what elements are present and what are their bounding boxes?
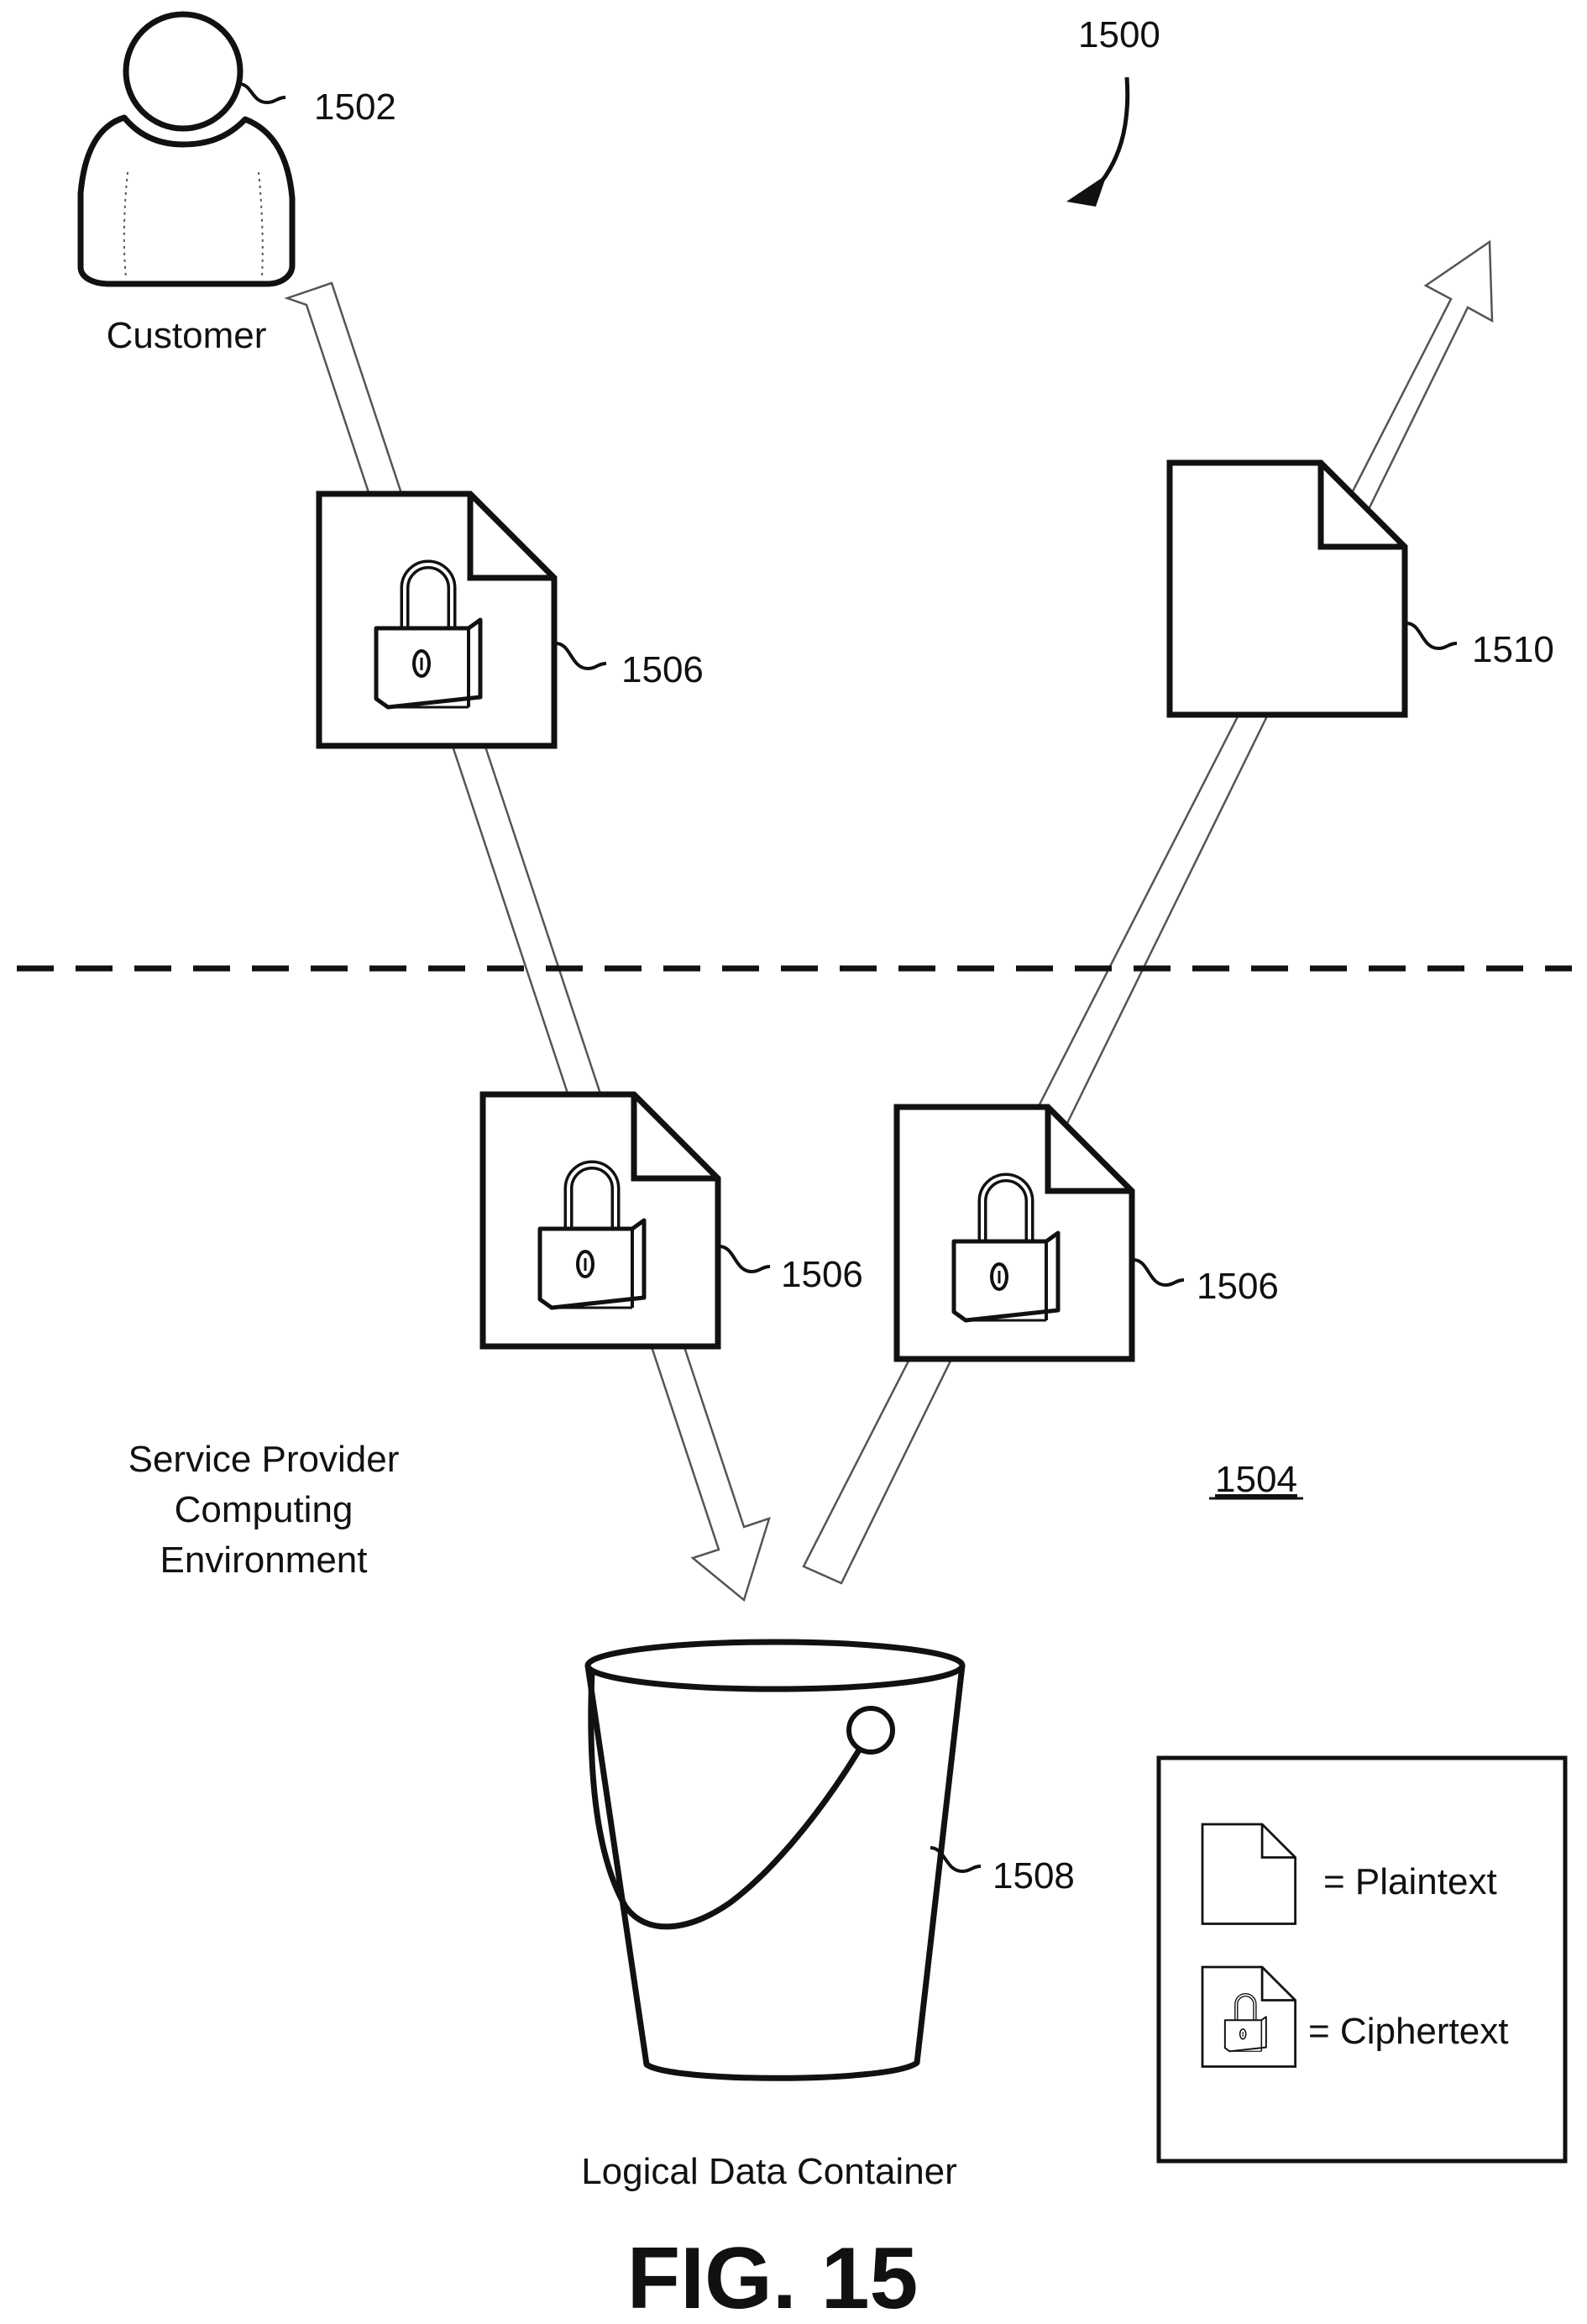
- ref-1510: 1510: [1472, 629, 1554, 670]
- environment-ref: 1504: [1215, 1459, 1297, 1500]
- ref-1506-bottom-right: 1506: [1197, 1266, 1279, 1307]
- ref-1506-bottom-left: 1506: [781, 1254, 863, 1295]
- figure-arrow-head: [1066, 175, 1107, 207]
- ciphertext-document-download: [897, 1107, 1132, 1359]
- leader-line-1506-bottom-left: [720, 1246, 770, 1272]
- leader-line-1506-bottom-right: [1134, 1260, 1184, 1285]
- leader-line-1510: [1406, 623, 1457, 648]
- figure-number: 1500: [1078, 14, 1160, 55]
- legend-ciphertext-label: = Ciphertext: [1308, 2011, 1508, 2052]
- environment-label-line-1: Service Provider: [128, 1439, 400, 1480]
- customer-ref: 1502: [314, 87, 396, 128]
- legend-box: = Plaintext = Ciphertext: [1159, 1758, 1565, 2161]
- bucket-icon: [588, 1642, 962, 2078]
- container-label: Logical Data Container: [581, 2151, 957, 2192]
- ref-1506-top: 1506: [621, 649, 704, 690]
- legend-plaintext-label: = Plaintext: [1323, 1861, 1497, 1902]
- environment-label-line-2: Computing: [175, 1489, 354, 1530]
- ciphertext-document-upload-bottom: [483, 1094, 718, 1346]
- download-arrow: [804, 242, 1492, 1583]
- leader-line-1506-top: [556, 643, 606, 669]
- customer-label: Customer: [107, 315, 267, 356]
- upload-arrow: [287, 283, 769, 1600]
- environment-label-line-3: Environment: [160, 1540, 367, 1581]
- container-ref: 1508: [993, 1855, 1075, 1896]
- ciphertext-document-upload-top: [319, 494, 554, 746]
- environment-label: Service Provider Computing Environment: [128, 1439, 400, 1581]
- figure-reference: 1500: [1066, 14, 1160, 207]
- customer-leader-line: [239, 84, 285, 102]
- customer-person-icon: [81, 14, 292, 284]
- figure-caption: FIG. 15: [627, 2230, 919, 2324]
